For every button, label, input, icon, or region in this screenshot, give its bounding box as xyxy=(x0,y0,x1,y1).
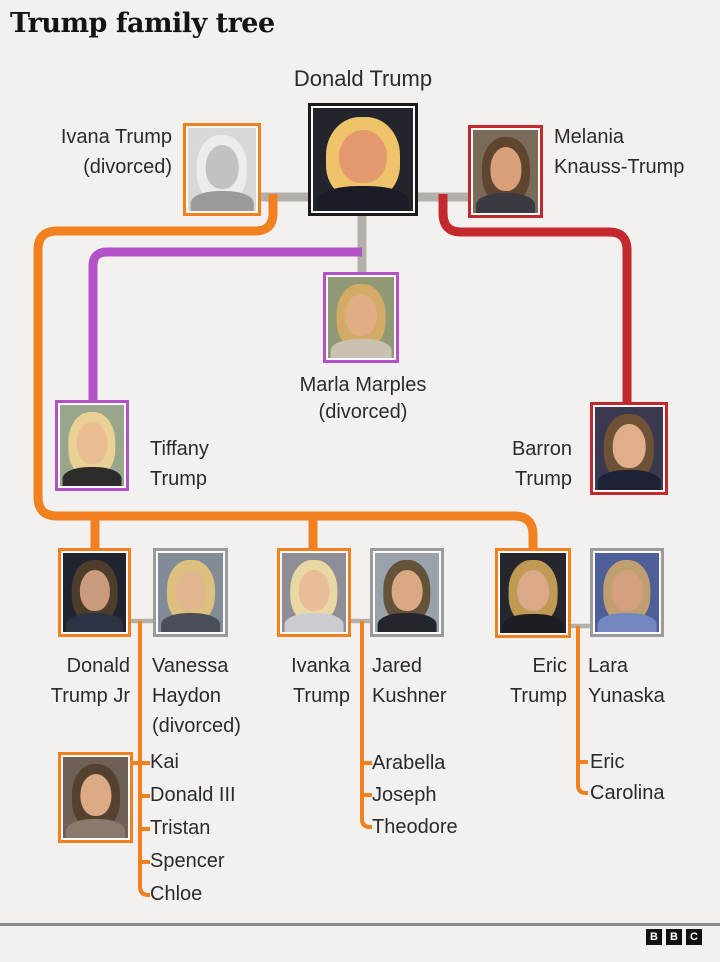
child-name: Theodore xyxy=(372,816,458,838)
photo-kai xyxy=(58,752,133,843)
page-title: Trump family tree xyxy=(10,8,275,39)
bbc-logo: B B C xyxy=(646,929,702,945)
child-name: Carolina xyxy=(590,782,665,804)
child-name: Chloe xyxy=(150,883,203,905)
child-name: Eric xyxy=(590,751,625,773)
photo-vanessa-haydon xyxy=(153,548,228,637)
photo-barron-trump xyxy=(590,402,668,495)
footer-divider xyxy=(0,923,720,926)
child-name: Joseph xyxy=(372,784,437,806)
child-name: Arabella xyxy=(372,752,446,774)
bbc-logo-block: C xyxy=(686,929,702,945)
red-branch-line xyxy=(438,194,632,404)
label-ivana-trump: Ivana Trump(divorced) xyxy=(60,126,172,178)
bbc-logo-block: B xyxy=(646,929,662,945)
grandchild-rail-eric xyxy=(576,626,588,795)
label-donald-trump: Donald Trump xyxy=(293,66,433,91)
child-name: Donald III xyxy=(150,784,236,806)
photo-ivanka-trump xyxy=(277,548,351,637)
children-list-eric: Eric Carolina xyxy=(590,747,664,809)
photo-eric-trump xyxy=(495,548,571,638)
grandchild-rail-donjr xyxy=(138,621,150,897)
photo-lara-yunaska xyxy=(590,548,664,637)
child-name: Kai xyxy=(150,751,179,773)
photo-jared-kushner xyxy=(370,548,444,637)
label-marla-marples: Marla Marples(divorced) xyxy=(299,374,427,423)
photo-donald-trump xyxy=(308,103,418,216)
photo-donald-trump-jr xyxy=(58,548,131,637)
child-name: Spencer xyxy=(150,850,225,872)
photo-ivana-trump xyxy=(183,123,261,216)
bbc-logo-block: B xyxy=(666,929,682,945)
children-list-ivanka: Arabella Joseph Theodore xyxy=(372,747,458,843)
children-list-donjr: Kai Donald III Tristan Spencer Chloe xyxy=(150,746,236,911)
photo-marla-marples xyxy=(323,272,399,363)
grandchild-rail-ivanka xyxy=(360,621,372,829)
photo-melania-knauss-trump xyxy=(468,125,543,218)
photo-tiffany-trump xyxy=(55,400,129,491)
purple-branch-line xyxy=(88,247,362,402)
child-name: Tristan xyxy=(150,817,211,839)
orange-branch-line xyxy=(33,194,538,550)
